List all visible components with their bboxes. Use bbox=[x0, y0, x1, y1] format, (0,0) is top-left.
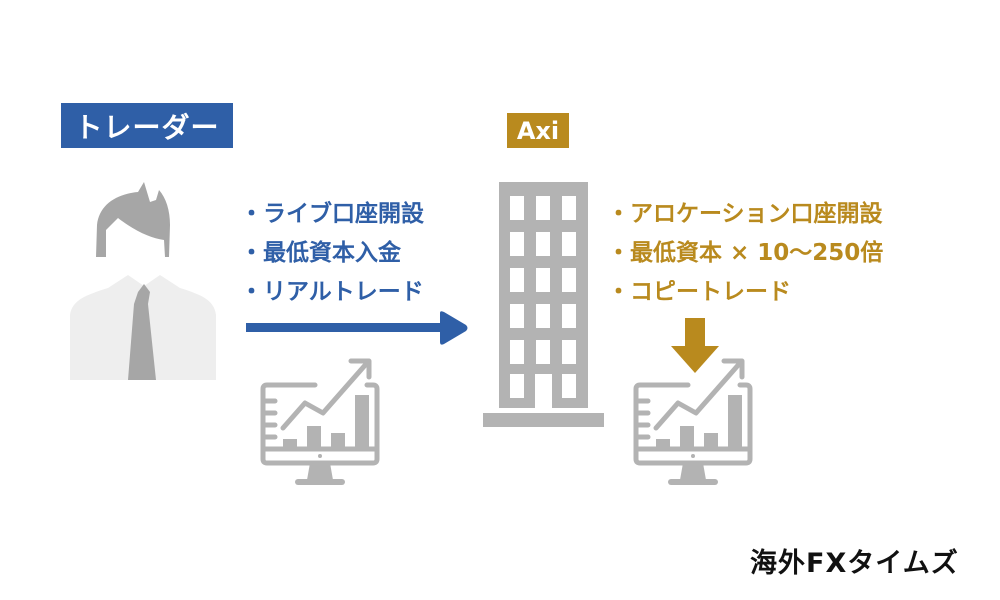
trader-label: トレーダー bbox=[61, 103, 233, 148]
trader-steps-list: ・ライブ口座開設 ・最低資本入金 ・リアルトレード bbox=[240, 195, 424, 312]
broker-step: ・最低資本 × 10〜250倍 bbox=[607, 240, 884, 266]
trader-step: ・リアルトレード bbox=[240, 279, 424, 305]
arrow-down-icon bbox=[671, 318, 719, 373]
building-icon bbox=[483, 182, 604, 427]
broker-step: ・アロケーション口座開設 bbox=[607, 201, 883, 227]
site-logo: 海外FXタイムズ bbox=[750, 548, 959, 579]
axi-label: Axi bbox=[507, 113, 569, 148]
arrow-right-icon bbox=[246, 311, 468, 345]
broker-steps-list: ・アロケーション口座開設 ・最低資本 × 10〜250倍 ・コピートレード bbox=[607, 195, 883, 312]
monitor-chart-icon bbox=[633, 358, 753, 485]
monitor-chart-icon bbox=[260, 358, 380, 485]
trader-step: ・ライブ口座開設 bbox=[240, 201, 424, 227]
person-icon bbox=[70, 182, 216, 380]
broker-step: ・コピートレード bbox=[607, 279, 791, 305]
trader-step: ・最低資本入金 bbox=[240, 240, 401, 266]
